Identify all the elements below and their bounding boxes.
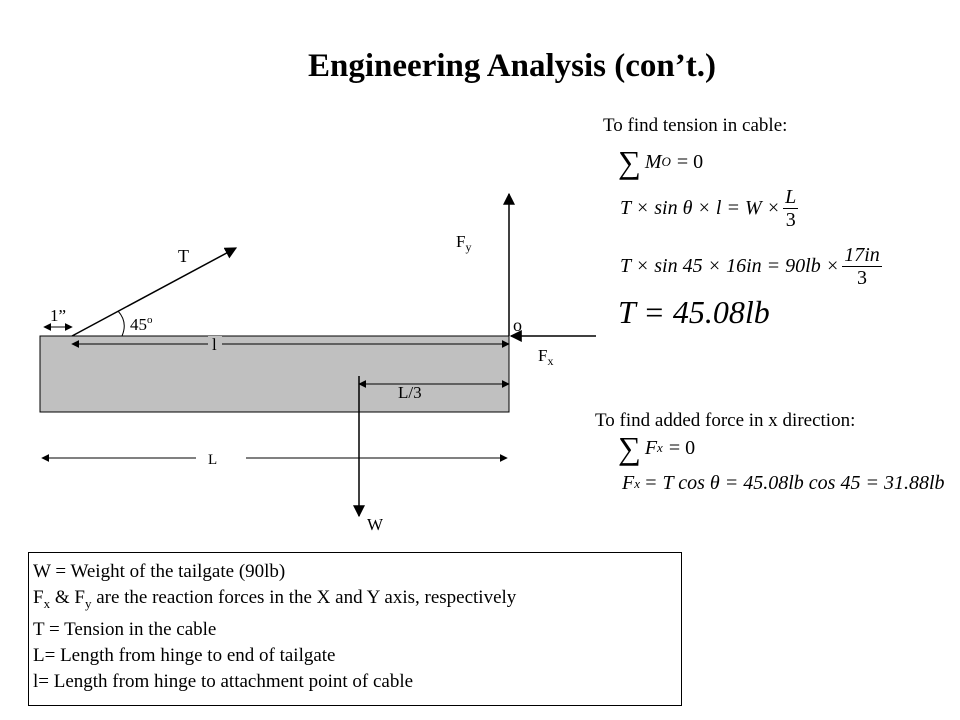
sigma-symbol-x: ∑ <box>618 430 641 466</box>
fy-label: Fy <box>456 232 471 254</box>
angle-arc <box>117 310 125 337</box>
page-title: Engineering Analysis (con’t.) <box>308 48 716 84</box>
sigma-symbol: ∑ <box>618 144 641 180</box>
tailgate-beam <box>39 335 510 413</box>
values-fraction: 17in 3 <box>842 244 882 289</box>
L-label: L <box>208 452 217 468</box>
definition-weight: W = Weight of the tailgate (90lb) <box>33 561 286 582</box>
one-inch-label: 1” <box>50 306 66 325</box>
angle-label: 45o <box>130 314 153 334</box>
moment-values-equation: T × sin 45 × 16in = 90lb × 17in 3 <box>620 244 882 289</box>
tension-result: T = 45.08lb <box>618 294 770 330</box>
definition-tension: T = Tension in the cable <box>33 618 217 640</box>
pivot-label: o <box>513 315 522 335</box>
tension-heading: To find tension in cable: <box>603 115 788 136</box>
tension-arrow <box>71 247 238 337</box>
xforce-heading: To find added force in x direction: <box>595 410 856 431</box>
fx-label: Fx <box>538 346 553 368</box>
l-label: l <box>212 335 217 354</box>
definition-L: L= Length from hinge to end of tailgate <box>33 644 336 666</box>
moment-equation: T × sin θ × l = W × L 3 <box>620 186 799 231</box>
weight-label: W <box>367 515 384 534</box>
definition-l: l= Length from hinge to attachment point… <box>33 670 414 692</box>
tension-label: T <box>178 246 189 266</box>
l3-label: L/3 <box>398 383 422 402</box>
l-label-bg <box>208 336 222 352</box>
definitions-box: W = Weight of the tailgate (90lb) Fx & F… <box>28 552 682 706</box>
moment-fraction: L 3 <box>783 186 799 231</box>
definition-reaction-forces: Fx & Fy are the reaction forces in the X… <box>33 587 517 611</box>
